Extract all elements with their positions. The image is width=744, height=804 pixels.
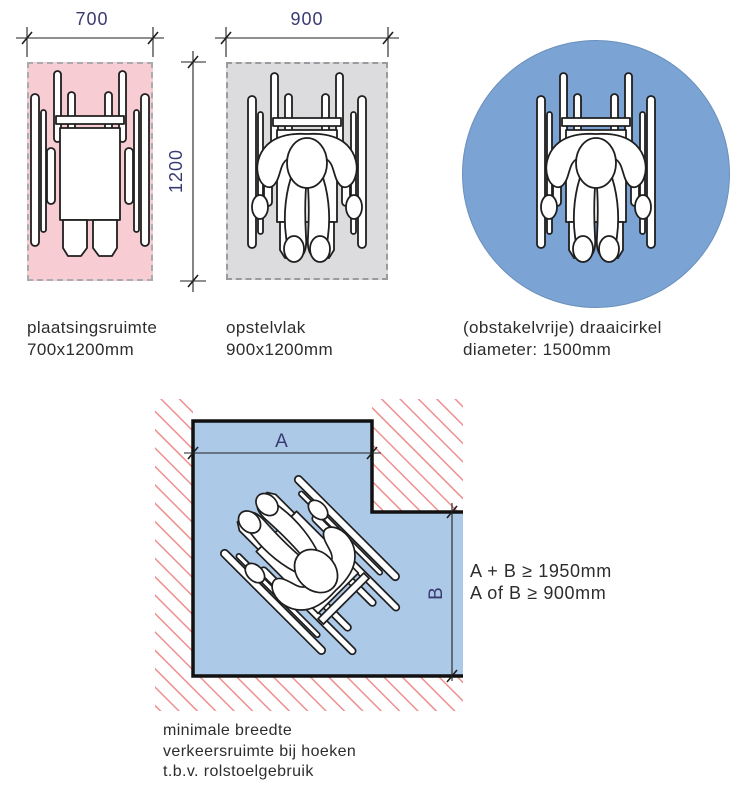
placement-caption-line2: 700x1200mm [27, 340, 135, 359]
turning-circle-area [462, 40, 730, 308]
placement-area-rect [27, 62, 153, 281]
dim-label-A: A [275, 431, 289, 452]
corner-caption: minimale breedte verkeersruimte bij hoek… [163, 721, 356, 783]
corner-rule-line1: A + B ≥ 1950mm [470, 561, 612, 581]
dim-label-1200: 1200 [166, 148, 186, 194]
corner-caption-line3: t.b.v. rolstoelgebruik [163, 763, 314, 780]
corner-rules: A + B ≥ 1950mm A of B ≥ 900mm [470, 561, 612, 604]
corner-caption-line2: verkeersruimte bij hoeken [163, 742, 357, 760]
standing-area-rect [226, 62, 388, 280]
standing-caption-line1: opstelvlak [226, 318, 306, 337]
corner-caption-line1: minimale breedte [163, 722, 293, 739]
circle-caption-line1: (obstakelvrije) draaicirkel [463, 318, 662, 337]
corner-rule-line2: A of B ≥ 900mm [470, 582, 607, 603]
dim-label-700: 700 [75, 9, 109, 29]
dim-label-B: B [426, 586, 447, 600]
circle-caption: (obstakelvrije) draaicirkel diameter: 15… [463, 317, 662, 361]
placement-caption: plaatsingsruimte 700x1200mm [27, 317, 157, 361]
standing-caption: opstelvlak 900x1200mm [226, 317, 333, 361]
circle-caption-line2: diameter: 1500mm [463, 340, 612, 359]
standing-caption-line2: 900x1200mm [226, 340, 334, 359]
placement-caption-line1: plaatsingsruimte [27, 318, 158, 337]
dim-label-900: 900 [290, 9, 324, 29]
